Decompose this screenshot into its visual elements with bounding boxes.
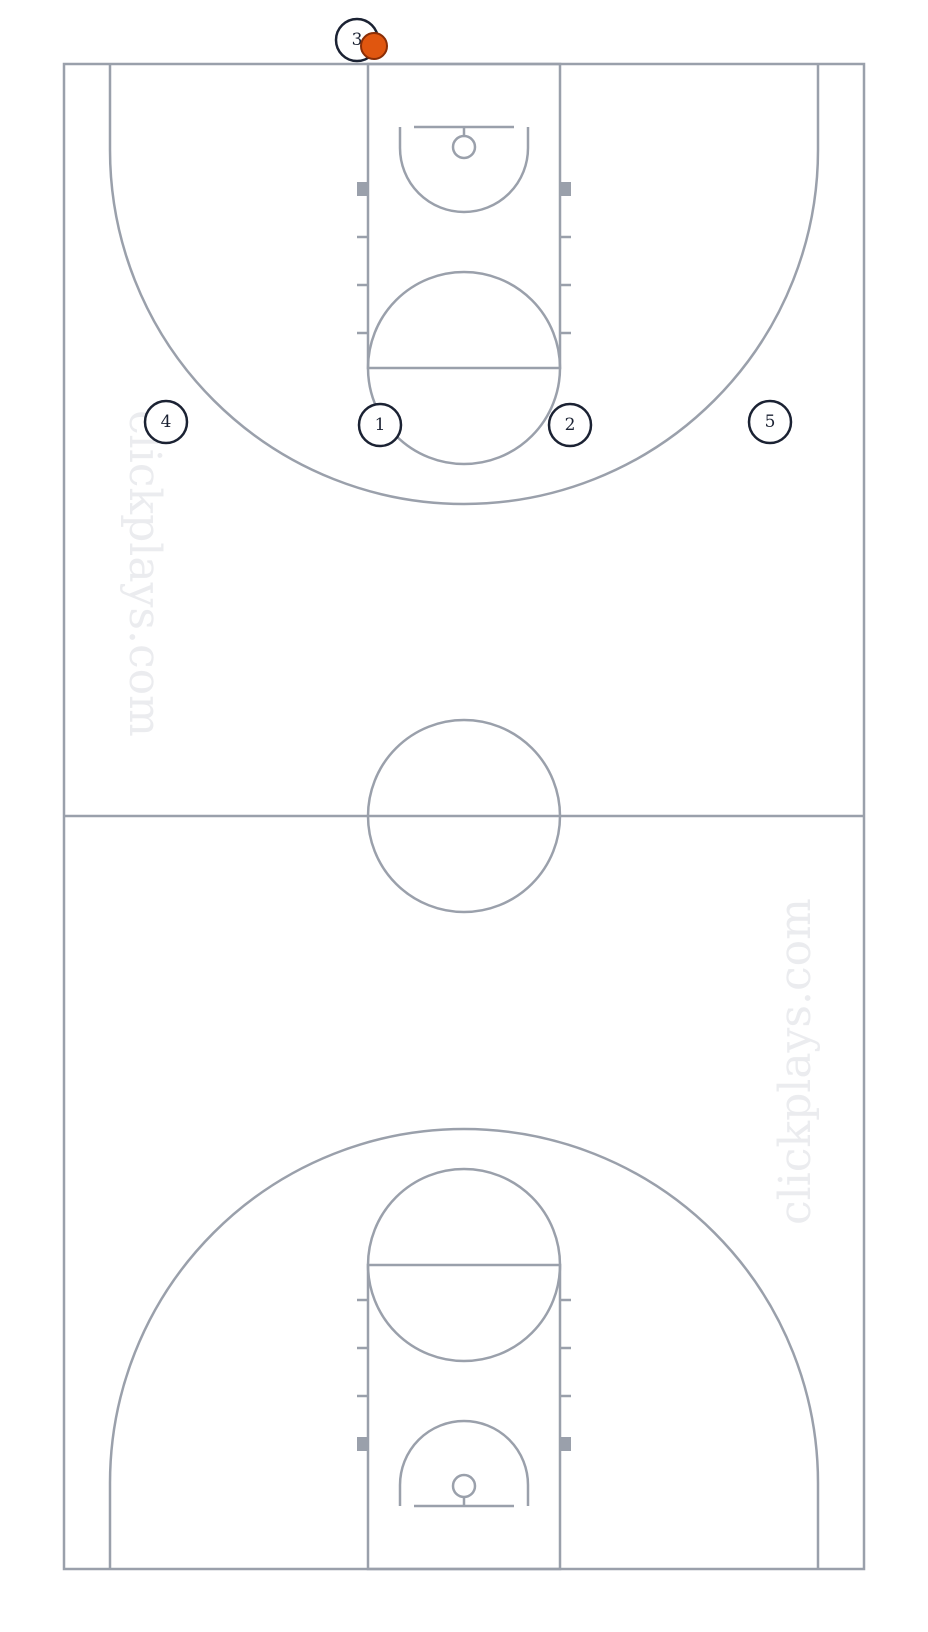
basketball-icon[interactable] (360, 32, 388, 60)
player-5-label: 5 (765, 412, 776, 432)
block-mark-bottom-right (560, 1437, 571, 1451)
restricted-area-top (398, 127, 530, 214)
center-circle (366, 718, 562, 914)
hoop-bottom (451, 1473, 477, 1499)
player-4[interactable]: 4 (143, 399, 189, 445)
watermark-top-left: clickplays.com (119, 410, 170, 737)
three-point-line-bottom (108, 1127, 820, 1569)
block-mark-top-right (560, 182, 571, 196)
player-1[interactable]: 1 (357, 402, 403, 448)
watermark-bottom-right: clickplays.com (770, 898, 821, 1225)
player-4-label: 4 (161, 412, 172, 432)
player-3-label: 3 (352, 30, 363, 50)
player-2[interactable]: 2 (547, 402, 593, 448)
block-mark-bottom-left (357, 1437, 368, 1451)
paint-bottom (366, 1263, 562, 1571)
paint-top (366, 62, 562, 370)
player-1-label: 1 (375, 415, 386, 435)
hoop-top (451, 134, 477, 160)
restricted-area-bottom (398, 1419, 530, 1506)
free-throw-circle-bottom (366, 1167, 562, 1363)
free-throw-circle-top (366, 270, 562, 466)
player-2-label: 2 (565, 415, 576, 435)
three-point-line-top (108, 64, 820, 506)
player-5[interactable]: 5 (747, 399, 793, 445)
block-mark-top-left (357, 182, 368, 196)
